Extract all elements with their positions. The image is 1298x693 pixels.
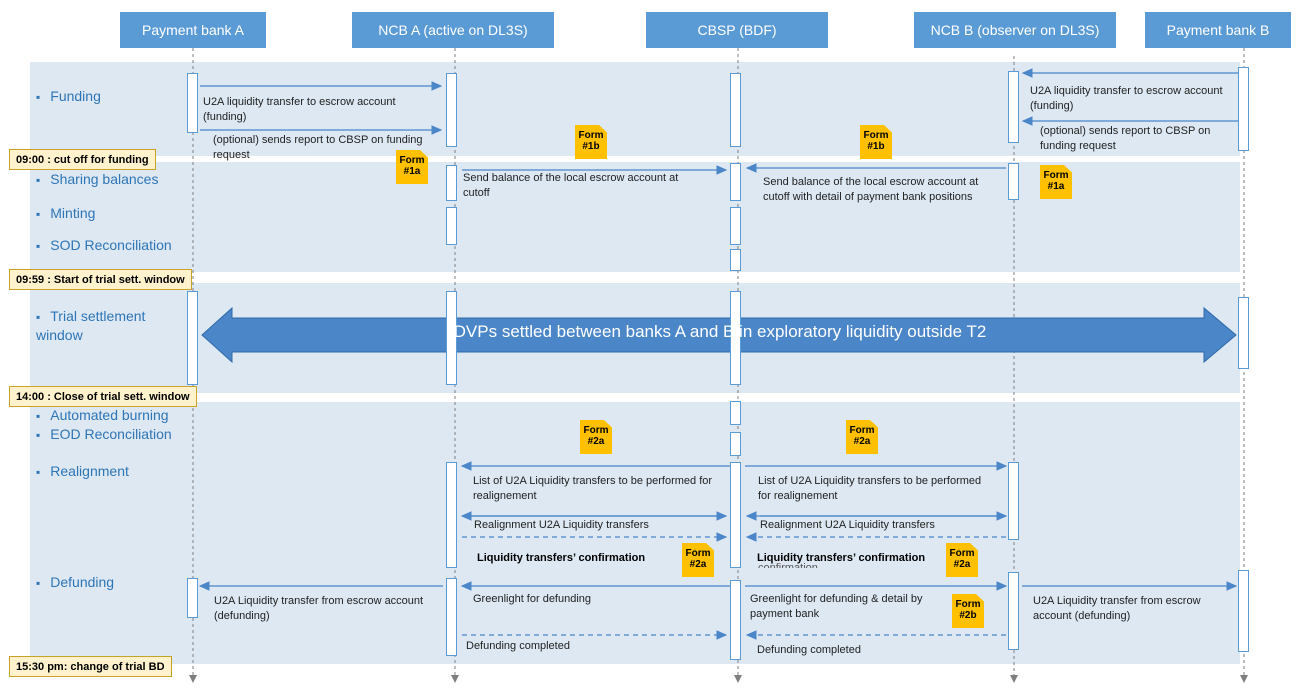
msg-done-b: Defunding completed [757,644,861,656]
activation-cbsp-minting [730,207,741,245]
band-morning [30,162,1240,272]
form-2a-confirm-b: Form #2a [946,543,978,577]
activation-ncb-a-defund [446,578,457,656]
activation-cbsp-defund [730,580,741,660]
actor-ncb-b: NCB B (observer on DL3S) [914,12,1116,48]
msg-defund-a: U2A Liquidity transfer from escrow accou… [214,595,424,622]
phase-trial: Trial settlement window [36,307,156,344]
activation-bank-b-funding [1238,67,1249,151]
msg-fund-b: U2A liquidity transfer to escrow account… [1030,85,1223,112]
msg-defund-b: U2A Liquidity transfer from escrow accou… [1033,595,1201,622]
activation-bank-b-defund [1238,570,1249,652]
phase-burning: Automated burning [36,407,168,423]
form-1b-ncb-b: Form #1b [860,125,892,159]
actor-payment-bank-a: Payment bank A [120,12,266,48]
band-funding [30,62,1240,156]
form-2a-confirm-a: Form #2a [682,543,714,577]
activation-ncb-a-sharing [446,165,457,201]
msg-done-a: Defunding completed [466,640,570,652]
phase-defunding: Defunding [36,574,114,590]
msg-realign-a: Realignment U2A Liquidity transfers [474,519,649,531]
activation-bank-a-defund [187,578,198,618]
msg-balance-b: Send balance of the local escrow account… [763,176,979,203]
actor-payment-bank-b: Payment bank B [1145,12,1291,48]
activation-ncb-a-trial [446,291,457,385]
phase-sod: SOD Reconciliation [36,237,171,253]
msg-report-b: (optional) sends report to CBSP on fundi… [1040,125,1211,152]
form-1a-ncb-b: Form #1a [1040,165,1072,199]
activation-cbsp-trial [730,291,741,385]
activation-ncb-b-realign [1008,462,1019,540]
band-evening [30,402,1240,664]
phase-realignment: Realignment [36,463,129,479]
msg-confirm-b-partial: confirmation [758,562,818,568]
form-1b-ncb-a: Form #1b [575,125,607,159]
actor-cbsp: CBSP (BDF) [646,12,828,48]
activation-cbsp-realign [730,462,741,568]
phase-funding: Funding [36,88,101,104]
time-0900: 09:00 : cut off for funding [9,149,156,170]
msg-list-b: List of U2A Liquidity transfers to be pe… [758,475,982,502]
activation-bank-a-funding [187,73,198,133]
phase-sharing: Sharing balances [36,171,158,187]
msg-list-a: List of U2A Liquidity transfers to be pe… [473,475,713,502]
msg-confirm-a: Liquidity transfers’ confirmation [477,552,646,564]
time-0959: 09:59 : Start of trial sett. window [9,269,192,290]
activation-cbsp-funding [730,73,741,147]
dvp-double-arrow [201,306,1237,364]
form-2a-ncb-b: Form #2a [846,420,878,454]
phase-minting: Minting [36,205,95,221]
activation-cbsp-sharing [730,163,741,201]
activation-cbsp-burning [730,401,741,425]
msg-report-a: (optional) sends report to CBSP on fundi… [213,134,423,161]
time-1400: 14:00 : Close of trial sett. window [9,386,197,407]
activation-ncb-b-defund [1008,572,1019,650]
msg-balance-a: Send balance of the local escrow account… [463,172,679,199]
activation-bank-b-trial [1238,297,1249,369]
activation-ncb-a-minting [446,207,457,245]
msg-confirm-b: Liquidity transfers’ confirmation [757,552,926,564]
actor-ncb-a: NCB A (active on DL3S) [352,12,554,48]
form-1a-ncb-a: Form #1a [396,150,428,184]
activation-cbsp-sod [730,249,741,271]
msg-fund-a: U2A liquidity transfer to escrow account… [203,96,396,123]
dvp-label: DVPs settled between banks A and B in ex… [453,322,987,341]
form-2a-ncb-a: Form #2a [580,420,612,454]
activation-ncb-a-realign [446,462,457,568]
msg-green-a: Greenlight for defunding [473,593,592,605]
activation-ncb-b-sharing [1008,163,1019,200]
phase-eod: EOD Reconciliation [36,426,171,442]
form-2b-ncb-b: Form #2b [952,594,984,628]
activation-bank-a-trial [187,291,198,385]
time-1530: 15:30 pm: change of trial BD [9,656,172,677]
activation-ncb-b-funding [1008,71,1019,143]
msg-realign-b: Realignment U2A Liquidity transfers [760,519,935,531]
activation-cbsp-eod [730,432,741,456]
activation-ncb-a-funding [446,73,457,147]
msg-green-b: Greenlight for defunding & detail by pay… [750,593,923,620]
